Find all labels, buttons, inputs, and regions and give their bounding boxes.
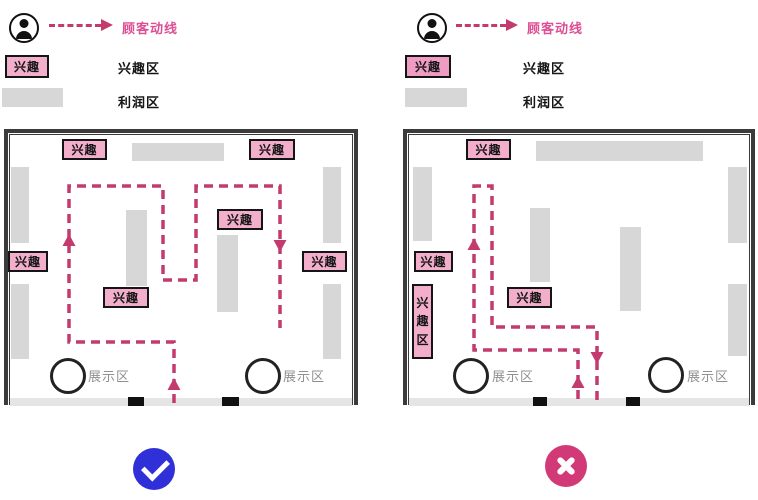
interest-swatch: 兴趣 [5, 55, 49, 78]
profit-swatch [2, 88, 63, 107]
shelf [217, 235, 238, 312]
interest-area-vertical-tag: 兴趣区 [412, 284, 433, 359]
display-area-label: 展示区 [492, 369, 535, 384]
storefront-line [10, 398, 352, 406]
check-glyph [141, 452, 170, 482]
interest-area-label: 兴趣区 [523, 61, 566, 76]
room-wall [403, 129, 755, 405]
interest-tag: 兴趣 [62, 139, 107, 160]
display-area-label: 展示区 [88, 369, 131, 384]
display-circle [453, 358, 489, 394]
flow-line-label: 顾客动线 [122, 21, 179, 36]
interest-tag: 兴趣 [507, 287, 552, 308]
interest-tag: 兴趣 [466, 139, 511, 160]
flow-dash-line [456, 24, 506, 27]
interest-tag: 兴趣 [103, 287, 149, 308]
display-circle [50, 358, 86, 394]
profit-area-label: 利润区 [523, 95, 566, 110]
check-icon [133, 448, 175, 490]
person-icon [9, 13, 39, 43]
shelf [728, 284, 747, 356]
entrance-marker [128, 397, 144, 406]
shelf [413, 167, 432, 241]
interest-tag: 兴趣 [414, 251, 453, 272]
person-shoulders [16, 31, 32, 39]
profit-area-label: 利润区 [118, 95, 161, 110]
profit-swatch [405, 88, 467, 107]
display-circle [648, 357, 684, 393]
interest-tag: 兴趣 [249, 139, 295, 160]
storefront-line [409, 398, 749, 406]
shelf [323, 284, 341, 359]
interest-tag: 兴趣 [217, 209, 263, 230]
entrance-marker [533, 397, 547, 406]
shelf [11, 284, 29, 359]
interest-swatch: 兴趣 [405, 55, 451, 78]
shelf [728, 167, 747, 243]
shelf [530, 208, 550, 282]
entrance-marker [626, 397, 640, 406]
interest-tag: 兴趣 [302, 251, 347, 272]
shelf [536, 141, 703, 161]
person-icon [417, 13, 447, 43]
shelf [126, 210, 147, 286]
flow-arrow-icon [506, 19, 518, 31]
display-area-label: 展示区 [687, 369, 730, 384]
interest-tag: 兴趣 [8, 251, 48, 272]
entrance-marker [222, 397, 239, 406]
shelf [620, 227, 641, 311]
shelf [11, 167, 29, 243]
flow-arrow-icon [101, 19, 113, 31]
flow-dash-line [49, 24, 101, 27]
cross-icon [545, 445, 587, 487]
person-head [427, 19, 437, 28]
flow-line-label: 顾客动线 [527, 21, 584, 36]
shelf [323, 167, 341, 243]
person-shoulders [424, 31, 440, 39]
person-head [19, 19, 29, 28]
display-circle [245, 358, 281, 394]
display-area-label: 展示区 [283, 369, 326, 384]
interest-area-label: 兴趣区 [118, 61, 161, 76]
shelf [132, 143, 224, 161]
